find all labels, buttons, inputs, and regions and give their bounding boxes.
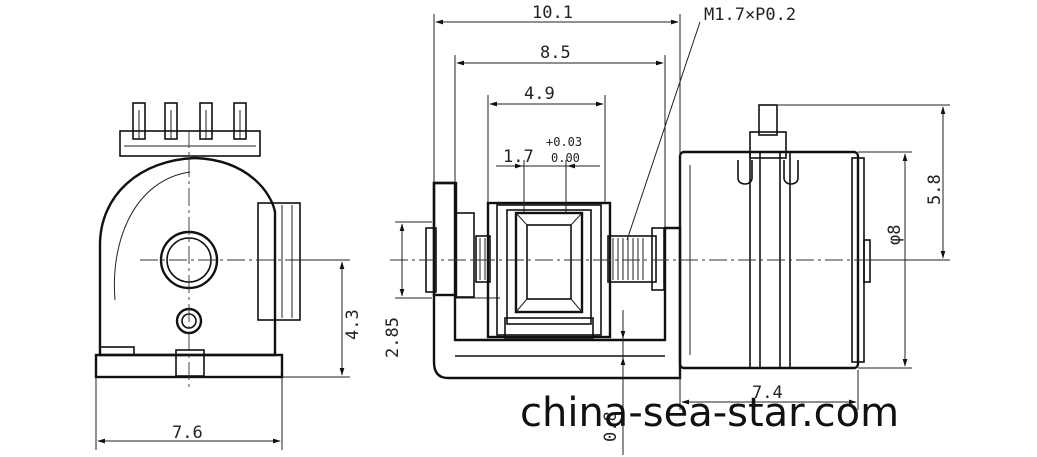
dim-motor-diameter: φ8: [885, 225, 905, 245]
lead-screw: [475, 227, 665, 291]
dim-thread-spec: M1.7×P0.2: [704, 5, 796, 25]
dimension-lines: [395, 14, 950, 455]
end-plate: [432, 181, 458, 297]
dim-terminal-height: 5.8: [925, 174, 945, 205]
dim-nut-travel: 4.9: [524, 84, 555, 104]
dim-side-height: 4.3: [343, 309, 363, 340]
front-view: [390, 104, 930, 380]
terminal-block: [119, 130, 261, 157]
dim-shaft-height: 2.85: [383, 317, 403, 358]
dim-tolerance-lower: 0.00: [551, 151, 580, 165]
motor-terminal: [737, 104, 799, 185]
dim-tolerance-upper: +0.03: [546, 135, 582, 149]
side-flange: [257, 202, 301, 321]
motor-body-outline: [98, 156, 277, 357]
dim-motor-length: 7.4: [752, 383, 783, 403]
side-view: [94, 102, 350, 450]
dim-bracket-thickness: 0.8: [601, 411, 621, 442]
terminal-pins: [132, 102, 247, 140]
dim-bracket-length: 8.5: [540, 43, 571, 63]
slider-nut: [486, 201, 612, 339]
dim-pitch-offset: 1.7: [503, 147, 534, 167]
dim-side-width: 7.6: [172, 423, 203, 443]
watermark-text: china-sea-star.com: [520, 390, 899, 436]
dim-overall-length: 10.1: [532, 3, 573, 23]
bracket: [432, 181, 682, 380]
